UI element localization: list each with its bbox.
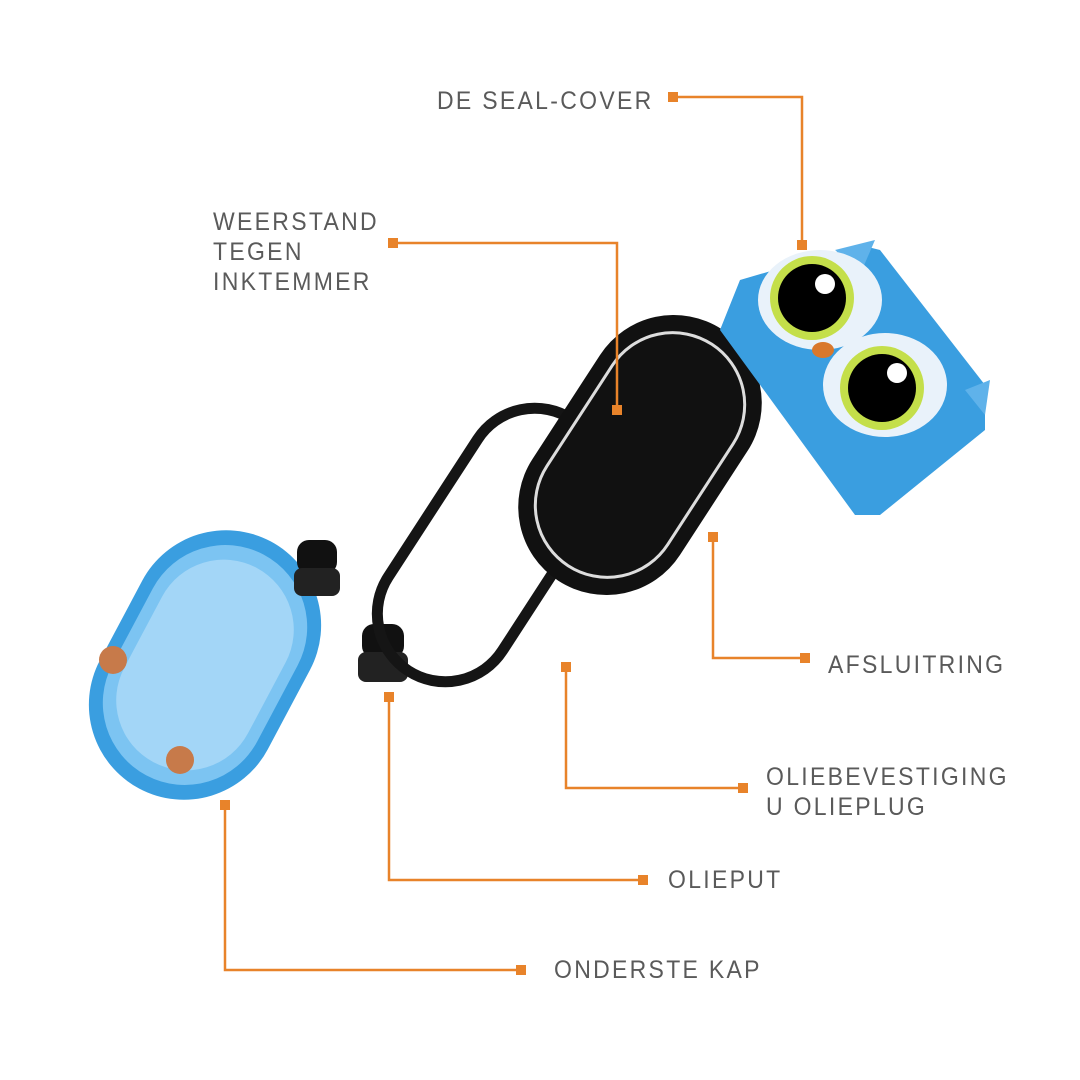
label-resistance-line3: INKTEMMER <box>213 268 372 296</box>
leader-lines <box>223 95 805 972</box>
wheel-icon <box>166 746 194 774</box>
label-seal-cover: DE SEAL-COVER <box>437 87 654 115</box>
label-sealing-ring: AFSLUITRING <box>828 651 1006 679</box>
bottom-cap-part <box>88 530 322 800</box>
sealing-gasket-part <box>518 315 762 595</box>
label-oil-fixing-line1: OLIEBEVESTIGING <box>766 763 1009 791</box>
label-bottom-cap: ONDERSTE KAP <box>554 956 762 984</box>
seal-cover-owl-part <box>720 240 990 515</box>
leader-markers <box>220 92 810 975</box>
label-resistance-line2: TEGEN <box>213 238 304 266</box>
label-resistance-line1: WEERSTAND <box>213 208 379 236</box>
label-oil-well: OLIEPUT <box>668 866 783 894</box>
wheel-icon <box>99 646 127 674</box>
label-oil-fixing-line2: U OLIEPLUG <box>766 793 928 821</box>
oil-plug-part <box>294 540 340 596</box>
